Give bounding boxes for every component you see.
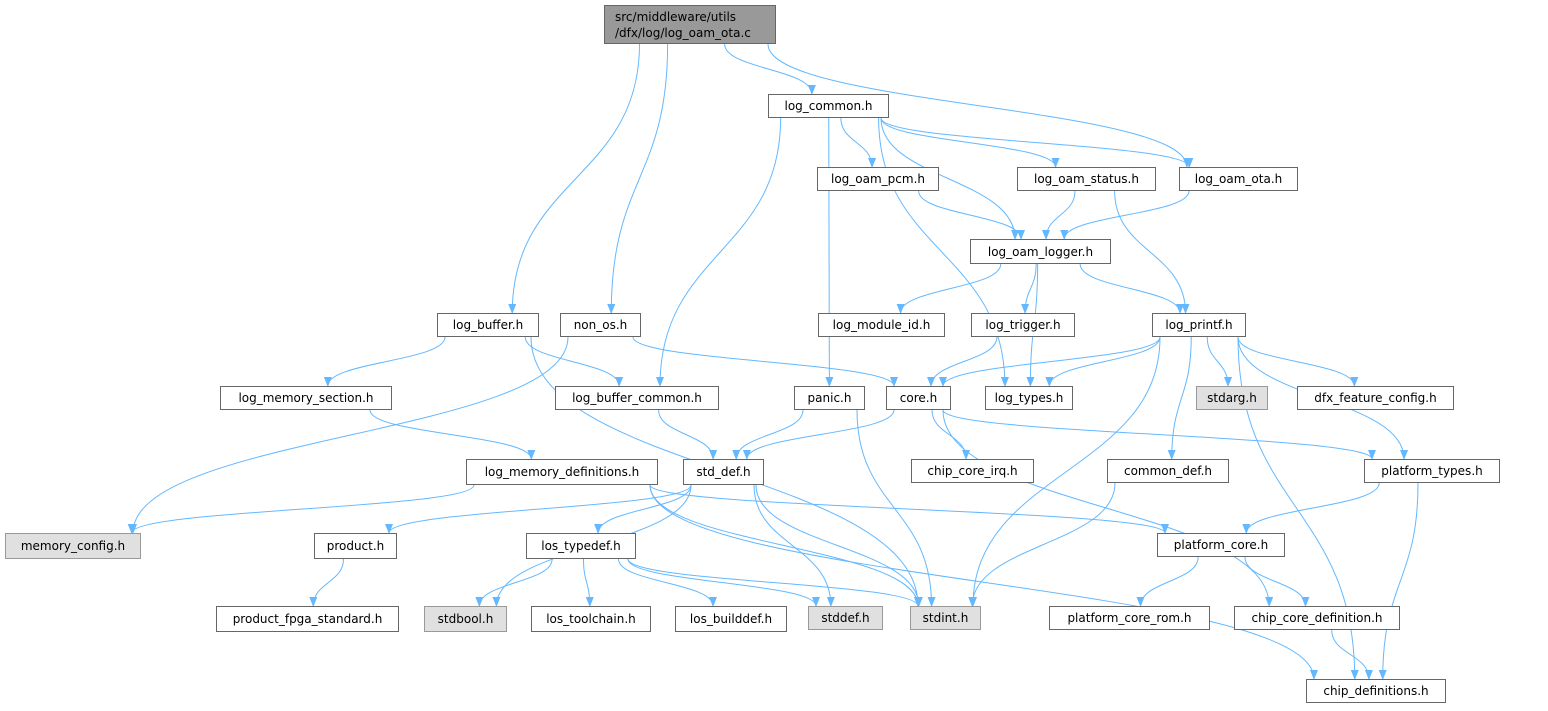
edge-log_buffer-to-log_buffer_common [524, 336, 624, 387]
edge-platform_core-to-chip_core_definition [1244, 556, 1310, 607]
node-non-os[interactable]: non_os.h [560, 313, 641, 337]
node-log-oam-logger[interactable]: log_oam_logger.h [970, 239, 1111, 264]
node-platform-core-rom[interactable]: platform_core_rom.h [1049, 606, 1210, 630]
edge-log_memory_definitions-to-platform_core [649, 484, 1169, 534]
node-log-printf[interactable]: log_printf.h [1152, 313, 1246, 337]
node-platform-core[interactable]: platform_core.h [1157, 533, 1285, 557]
node-stdarg: stdarg.h [1196, 386, 1268, 410]
edge-std_def-to-los_typedef [594, 484, 692, 534]
edge-log_common-to-log_oam_ota [880, 117, 1194, 168]
edge-chip_core_definition-to-chip_definitions [1331, 629, 1373, 680]
edge-core-to-chip_core_definition [942, 409, 1274, 607]
node-los-builddef[interactable]: los_builddef.h [675, 606, 787, 632]
root-label-line1: src/middleware/utils [615, 9, 737, 24]
edge-panic-to-std_def [732, 409, 804, 460]
edge-product-to-product_fpga_standard [309, 558, 344, 607]
edge-std_def-to-stdint [755, 484, 923, 607]
root-label-line2: /dfx/log/log_oam_ota.c [615, 25, 751, 40]
node-dfx-feature-config[interactable]: dfx_feature_config.h [1297, 386, 1454, 410]
edge-log_oam_pcm-to-log_oam_logger [918, 190, 1025, 240]
node-los-typedef[interactable]: los_typedef.h [526, 533, 636, 559]
edge-log_common-to-log_buffer_common [655, 117, 782, 387]
edge-non_os-to-memory_config [129, 336, 569, 534]
edge-log_oam_status-to-log_oam_logger [1042, 190, 1076, 240]
edge-los_typedef-to-los_builddef [618, 558, 717, 607]
edge-los_typedef-to-stddef [627, 558, 820, 607]
edge-los_typedef-to-stdbool [475, 558, 553, 607]
edge-std_def-to-product [385, 484, 692, 534]
node-log-types[interactable]: log_types.h [985, 386, 1073, 410]
edge-root-to-log_buffer [508, 43, 640, 314]
edge-los_typedef-to-stdint [627, 558, 922, 607]
node-stdint: stdint.h [910, 606, 981, 630]
node-log-memory-section[interactable]: log_memory_section.h [220, 386, 392, 410]
edge-core-to-chip_core_irq [931, 409, 971, 460]
node-chip-core-irq[interactable]: chip_core_irq.h [911, 459, 1034, 483]
node-log-oam-pcm[interactable]: log_oam_pcm.h [817, 167, 939, 191]
edge-log_printf-to-stdint [969, 336, 1161, 607]
node-std-def[interactable]: std_def.h [683, 459, 764, 485]
edge-log_memory_section-to-log_memory_definitions [369, 409, 536, 460]
edge-log_common-to-log_oam_logger [880, 117, 1020, 240]
node-log-oam-status[interactable]: log_oam_status.h [1017, 167, 1156, 191]
edge-log_trigger-to-core [927, 336, 998, 387]
node-chip-definitions[interactable]: chip_definitions.h [1306, 679, 1446, 703]
edge-log_printf-to-dfx_feature_config [1237, 336, 1359, 387]
root-file-node: src/middleware/utils /dfx/log/log_oam_ot… [604, 5, 776, 44]
node-log-common[interactable]: log_common.h [768, 94, 889, 118]
node-core[interactable]: core.h [886, 386, 951, 410]
edge-common_def-to-stdint [968, 482, 1116, 607]
edge-platform_types-to-platform_core [1242, 482, 1380, 534]
node-log-memory-definitions[interactable]: log_memory_definitions.h [466, 459, 658, 485]
edge-log_buffer_common-to-std_def [658, 409, 718, 460]
edge-std_def-to-stddef [753, 484, 835, 607]
node-log-oam-ota[interactable]: log_oam_ota.h [1179, 167, 1298, 191]
node-memory-config: memory_config.h [5, 533, 141, 559]
edge-log_common-to-log_oam_pcm [840, 117, 877, 168]
edge-root-to-log_common [724, 43, 816, 95]
edge-log_printf-to-stdarg [1206, 336, 1233, 387]
edge-log_oam_logger-to-log_printf [1079, 263, 1184, 314]
node-common-def[interactable]: common_def.h [1107, 459, 1229, 483]
edge-log_buffer-to-log_memory_section [323, 336, 446, 387]
edge-log_printf-to-log_types [1045, 336, 1161, 387]
node-chip-core-definition[interactable]: chip_core_definition.h [1234, 606, 1400, 630]
edge-log_oam_logger-to-log_module_id [896, 263, 1002, 314]
edge-log_oam_ota-to-log_oam_logger [1060, 190, 1190, 240]
edge-log_oam_logger-to-log_trigger [1021, 263, 1037, 314]
edge-core-to-std_def [742, 409, 895, 460]
edge-platform_types-to-chip_definitions [1378, 482, 1419, 680]
node-log-buffer-common[interactable]: log_buffer_common.h [555, 386, 719, 410]
edge-log_oam_status-to-log_printf [1114, 190, 1190, 314]
node-product-fpga-standard[interactable]: product_fpga_standard.h [216, 606, 399, 632]
node-log-buffer[interactable]: log_buffer.h [437, 313, 539, 337]
edge-log_printf-to-core [939, 336, 1161, 387]
node-product[interactable]: product.h [314, 533, 397, 559]
node-los-toolchain[interactable]: los_toolchain.h [531, 606, 651, 632]
edge-log_common-to-panic [825, 117, 834, 387]
node-stddef: stddef.h [808, 606, 883, 630]
edge-root-to-log_oam_ota [767, 43, 1191, 168]
node-stdbool: stdbool.h [424, 606, 507, 632]
edge-log_memory_definitions-to-memory_config [127, 484, 475, 534]
edge-log_printf-to-common_def [1167, 336, 1192, 460]
node-log-module-id[interactable]: log_module_id.h [818, 313, 945, 337]
edge-log_memory_definitions-to-chip_definitions [649, 484, 1318, 680]
edge-non_os-to-core [632, 336, 898, 387]
node-log-trigger[interactable]: log_trigger.h [971, 313, 1075, 337]
node-platform-types[interactable]: platform_types.h [1364, 459, 1500, 483]
edge-log_common-to-log_types [878, 117, 1009, 387]
node-panic[interactable]: panic.h [794, 386, 865, 410]
edge-log_memory_definitions-to-stdint [649, 484, 922, 607]
edge-platform_core-to-platform_core_rom [1136, 556, 1199, 607]
edge-root-to-non_os [607, 43, 669, 314]
edge-core-to-platform_types [942, 409, 1376, 460]
edge-los_typedef-to-los_toolchain [583, 558, 594, 607]
edge-log_common-to-log_oam_status [880, 117, 1060, 168]
